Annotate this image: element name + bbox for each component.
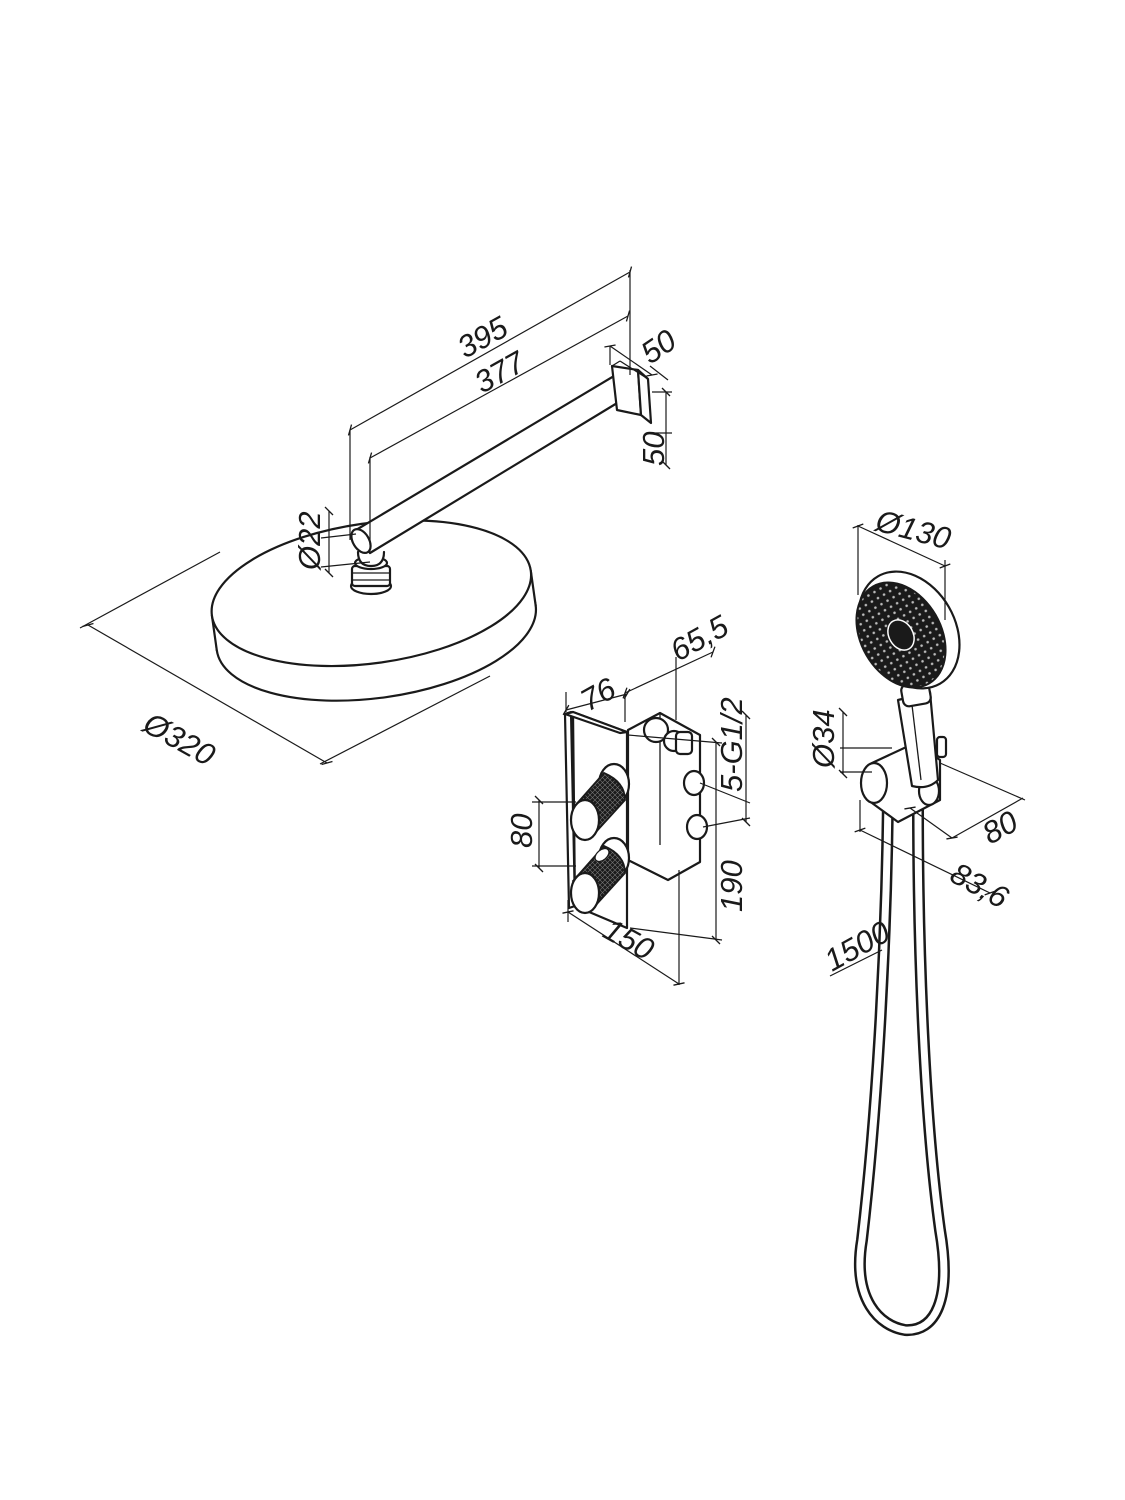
- hand-shower-handle: [896, 690, 940, 789]
- wall-flange-side: [636, 368, 653, 425]
- hand-shower-dimensions: [829, 523, 1026, 977]
- valve-lug: [674, 730, 694, 756]
- label-plate-height: 190: [714, 860, 749, 912]
- overhead-shower: [210, 360, 653, 702]
- label-holder-width: 80: [976, 804, 1023, 851]
- lower-knob-face: [569, 871, 601, 915]
- valve-outlet-lower: [685, 813, 709, 841]
- lower-knob-button: [594, 847, 610, 863]
- nozzle-center: [887, 619, 915, 651]
- overhead-dimensions: [79, 266, 672, 766]
- upper-knob-face: [569, 798, 601, 842]
- elbow: [356, 550, 386, 568]
- hand-shower-set: [853, 570, 961, 1337]
- valve-port-top-left: [642, 716, 670, 744]
- valve-outlet-upper: [682, 769, 706, 797]
- label-holder-depth: 83,6: [945, 856, 1015, 916]
- wall-flange-front: [610, 364, 643, 417]
- label-valve-body-depth: 65,5: [664, 608, 734, 668]
- thermostatic-valve: [563, 710, 709, 930]
- label-holder-diameter: Ø34: [806, 709, 841, 769]
- label-knob-spacing: 80: [504, 814, 539, 848]
- valve-dimensions: [532, 646, 751, 986]
- label-flange-depth: 50: [634, 323, 682, 371]
- holder-wall-disc: [859, 761, 889, 805]
- holder-clip: [935, 735, 948, 759]
- hose: [853, 794, 950, 1337]
- label-overhead-diameter: Ø320: [137, 705, 221, 773]
- shower-arm: [354, 374, 634, 555]
- arm-end: [350, 528, 372, 554]
- label-flange-height: 50: [636, 432, 671, 466]
- label-handshower-diameter: Ø130: [871, 503, 954, 557]
- label-valve-outlets: 5-G1/2: [714, 697, 749, 792]
- label-valve-depth: 76: [574, 670, 622, 718]
- label-arm-diameter: Ø22: [292, 511, 327, 571]
